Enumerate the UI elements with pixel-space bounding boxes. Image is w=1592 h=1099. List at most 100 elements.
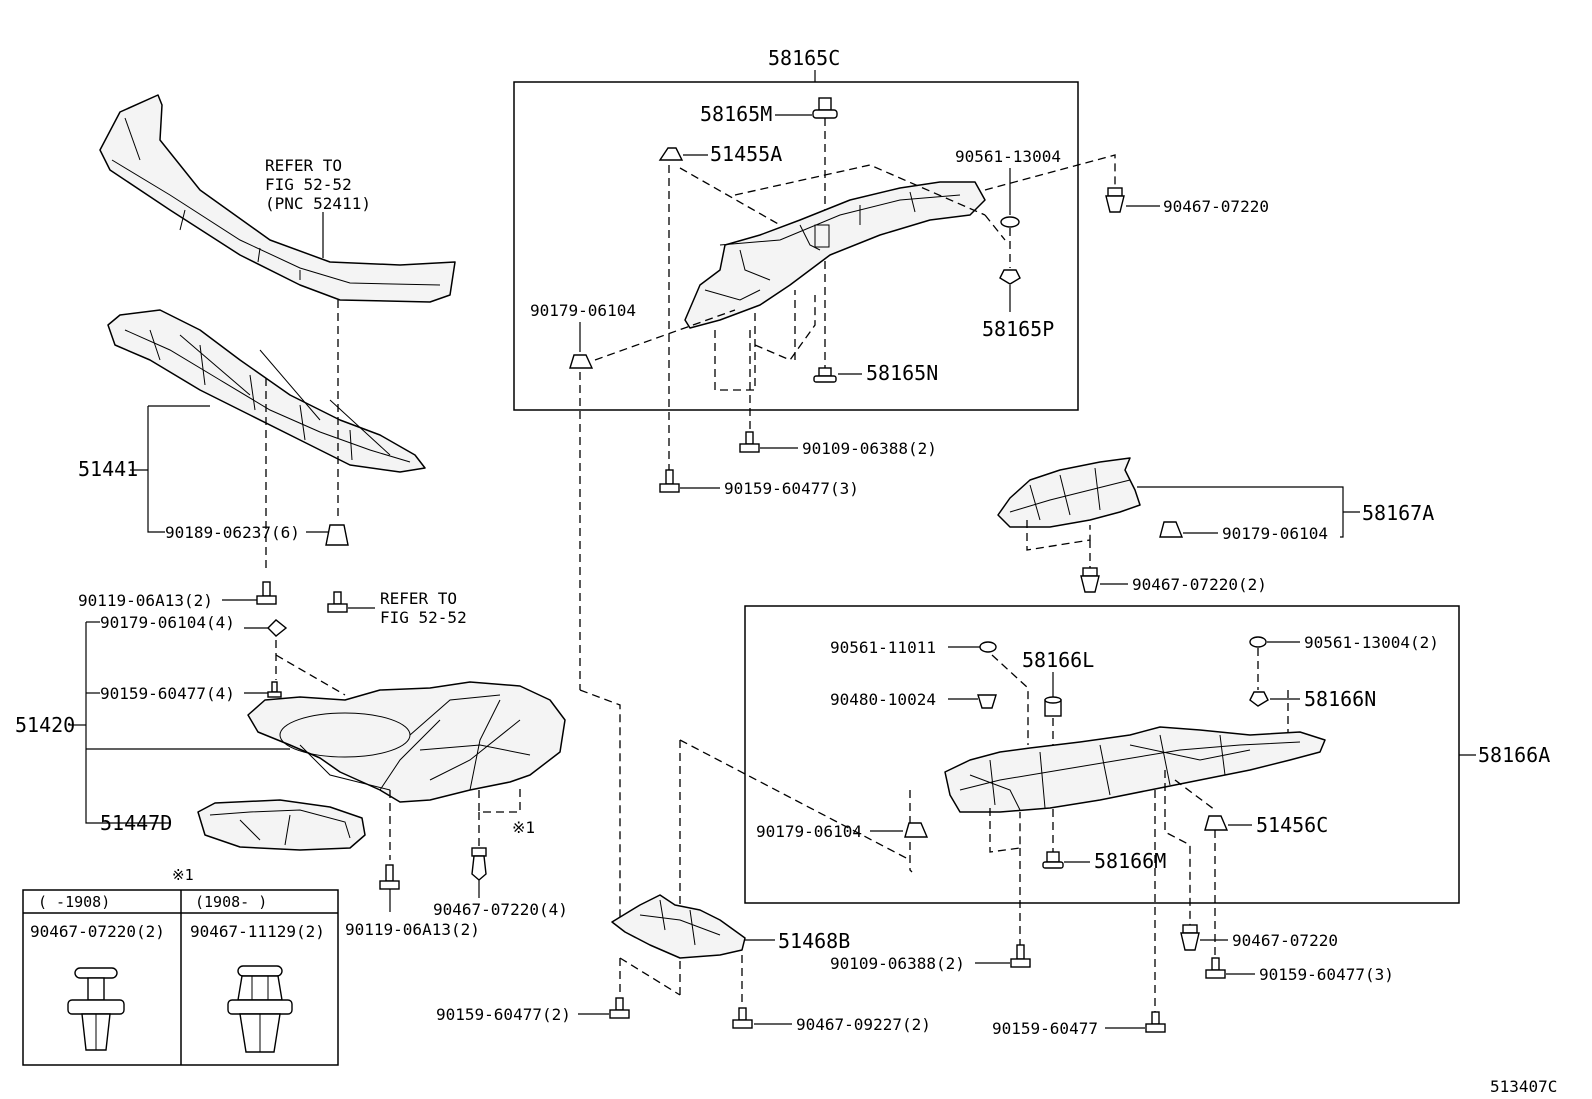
center-under-cover-part [944,726,1326,813]
dashed-line [275,654,346,696]
label-90159-60477-2: 90159-60477(2) [436,1005,571,1024]
washer-icon [1000,216,1020,228]
label-90109-06388-bottom: 90109-06388(2) [830,954,965,973]
label-58166N: 58166N [1304,687,1376,711]
label-90179-06104-mid: 90179-06104 [756,822,862,841]
label-58165M: 58165M [700,102,772,126]
grommet-icon [812,97,838,119]
label-90467-07220-2: 90467-07220(2) [1132,575,1267,594]
label-58165N: 58165N [866,361,938,385]
dashed-line [984,214,1006,241]
legend-col1-header: ( -1908) [38,893,110,911]
nut-icon [1249,691,1269,707]
clip-nut-icon [569,354,594,369]
front-bumper-part [99,94,456,303]
refer-note-bumper-line2: FIG 52-52 [265,175,352,194]
seal-part [197,799,366,851]
label-51447D: 51447D [100,811,172,835]
nut-icon [267,619,288,637]
label-90119-06A13-bottom: 90119-06A13(2) [345,920,480,939]
grommet-icon [813,367,837,383]
dashed-line [594,309,736,361]
bolt-icon [256,581,277,605]
grommet-icon [1044,696,1062,717]
dashed-line [734,164,986,216]
label-51468B: 51468B [778,929,850,953]
label-90189-06237: 90189-06237(6) [165,523,300,542]
fender-liner-part [684,181,986,329]
bolt-icon [1145,1011,1166,1033]
bolt-icon [739,431,760,453]
legend-title: ※1 [172,866,194,884]
legend-col2-header: (1908- ) [195,893,267,911]
label-90119-06A13-left: 90119-06A13(2) [78,591,213,610]
legend-table: ※1 ( -1908) (1908- ) 90467-07220(2) 9046… [22,866,339,1066]
label-51420: 51420 [15,713,75,737]
bolt-icon [327,591,348,613]
lower-shield-part [611,894,746,959]
grommet-icon [977,694,997,709]
refer-note-line2: FIG 52-52 [380,608,467,627]
clip-nut-icon [658,147,684,161]
label-58166A: 58166A [1478,743,1550,767]
label-90467-07220-top: 90467-07220 [1163,197,1269,216]
push-rivet-clip-icon [67,967,125,1051]
label-58166M: 58166M [1094,849,1166,873]
label-90159-60477-3-top: 90159-60477(3) [724,479,859,498]
splash-shield-part [997,457,1141,528]
clip-nut-icon [1204,815,1229,831]
clip-nut-icon [904,822,929,838]
label-90179-06104-top: 90179-06104 [530,301,636,320]
label-90179-06104-4: 90179-06104(4) [100,613,235,632]
clip-fastener-icon [1080,567,1100,593]
label-90561-11011: 90561-11011 [830,638,936,657]
grommet-icon [1042,851,1064,869]
bracket-51420 [85,622,170,824]
refer-note-line1: REFER TO [380,589,457,608]
label-90467-09227-2: 90467-09227(2) [796,1015,931,1034]
dashed-line [989,808,1021,853]
dashed-line [909,790,913,873]
bolt-icon [732,1007,753,1029]
dashed-line [754,295,816,361]
label-90467-07220-bottom: 90467-07220 [1232,931,1338,950]
screw-icon [267,681,282,698]
legend-col2-part: 90467-11129(2) [190,922,325,941]
dashed-line [679,167,781,226]
dashed-line [478,785,521,813]
label-58165C: 58165C [768,46,840,70]
bolt-icon [659,469,680,493]
clip-fastener-icon [471,847,487,881]
label-90109-06388-top: 90109-06388(2) [802,439,937,458]
engine-under-cover-part [247,681,566,803]
label-51441: 51441 [78,457,138,481]
label-90179-06104-right: 90179-06104 [1222,524,1328,543]
clip-fastener-icon [1180,924,1200,951]
label-58166L: 58166L [1022,648,1094,672]
clip-fastener-icon [1105,187,1125,213]
label-90159-60477-bottom: 90159-60477 [992,1019,1098,1038]
label-90159-60477-4: 90159-60477(4) [100,684,235,703]
dashed-line [1174,779,1216,811]
dashed-line [679,739,911,861]
bolt-icon [379,864,400,890]
dashed-line [984,154,1116,191]
dashed-line [579,689,621,918]
label-90561-13004: 90561-13004 [955,147,1061,166]
dashed-line [619,957,681,996]
bracket-51441 [147,406,165,533]
dashed-line [714,310,756,391]
dashed-line [1026,520,1091,551]
label-90159-60477-3-bottom: 90159-60477(3) [1259,965,1394,984]
diagram-id: 513407C [1490,1077,1557,1096]
clip-nut-icon [1159,521,1184,538]
bolt-icon [1205,957,1226,979]
nut-icon [999,269,1021,285]
label-90561-13004-2: 90561-13004(2) [1304,633,1439,652]
washer-icon [1249,636,1267,648]
label-58165P: 58165P [982,317,1054,341]
dashed-line [1164,770,1191,925]
refer-note-bumper-line1: REFER TO [265,156,342,175]
bolt-icon [609,997,630,1019]
refer-note-bumper-line3: (PNC 52411) [265,194,371,213]
